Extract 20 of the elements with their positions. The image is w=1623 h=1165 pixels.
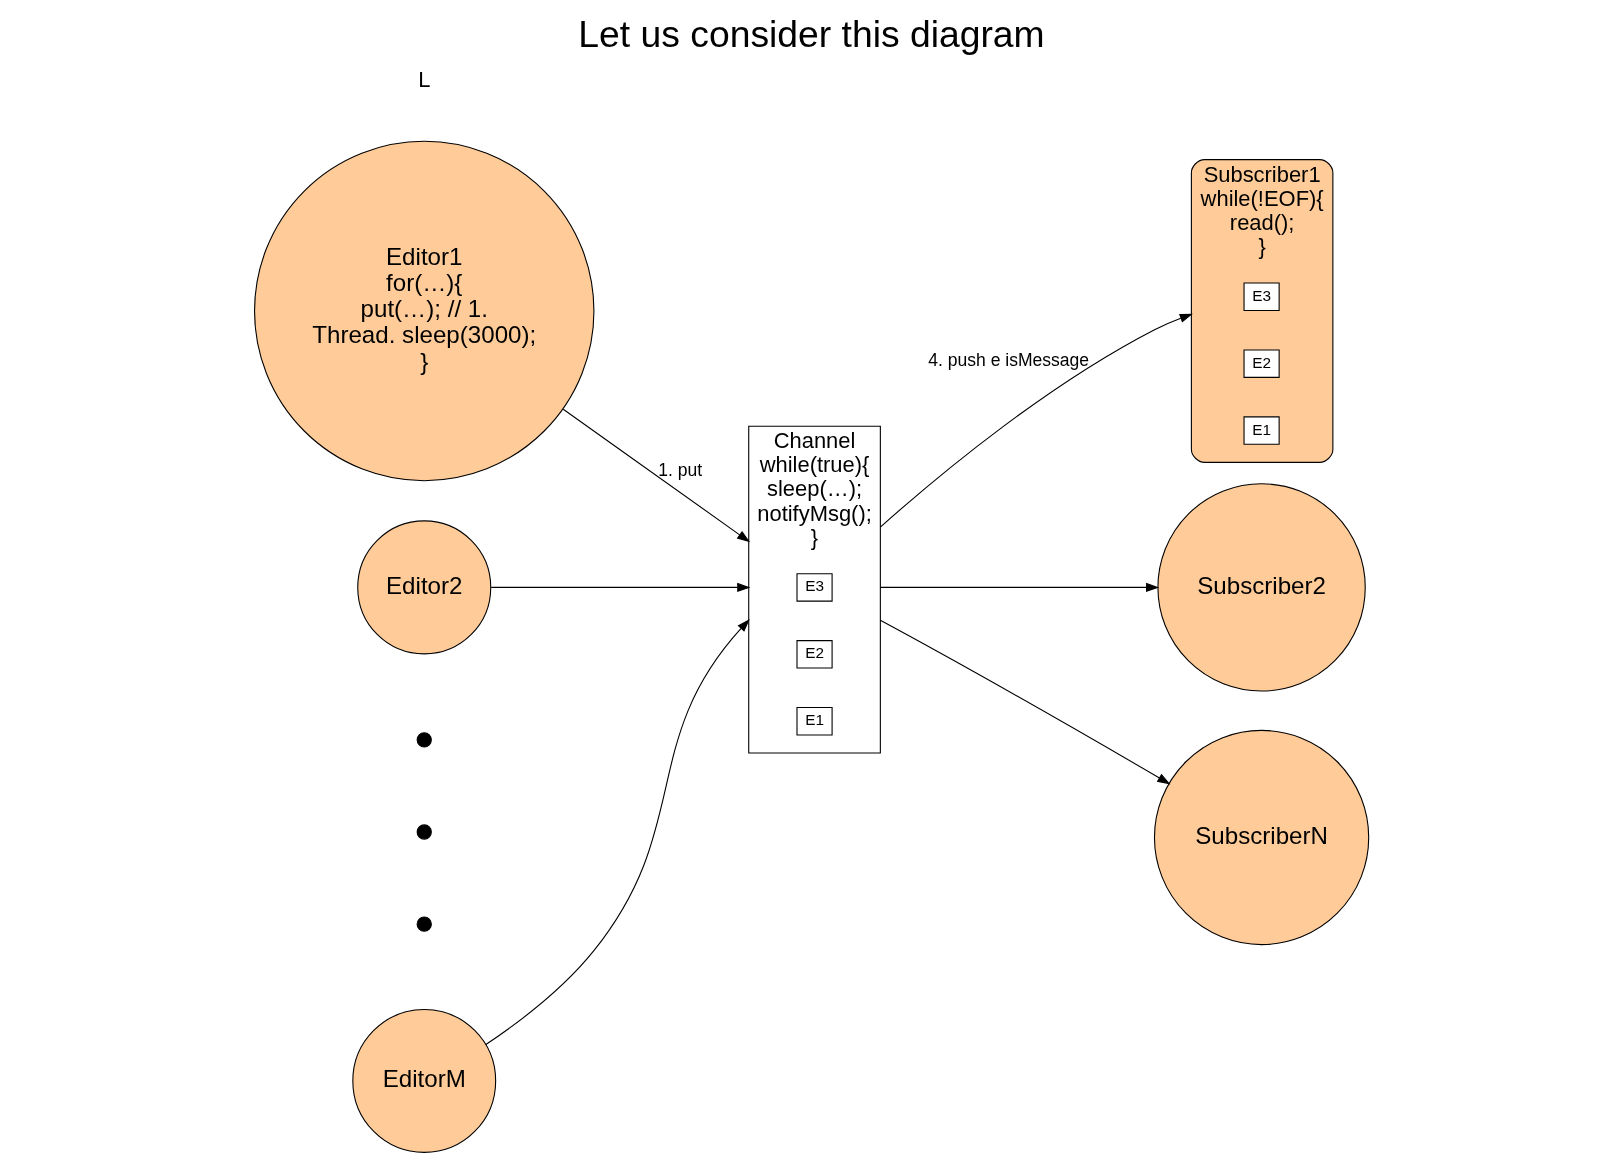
arrow xyxy=(879,313,1193,528)
node-box: E2 xyxy=(1243,349,1280,378)
node-box: E2 xyxy=(796,640,833,669)
arrow xyxy=(485,619,750,1046)
diagram-title: Let us consider this diagram xyxy=(578,12,1045,55)
node-circle: Editor2 xyxy=(357,520,492,655)
arrow xyxy=(490,582,751,593)
label: L xyxy=(418,67,431,93)
arrow xyxy=(562,408,751,543)
node-box: E1 xyxy=(1243,416,1280,445)
node-box: E1 xyxy=(796,706,833,736)
node-box: E3 xyxy=(1243,282,1280,311)
node-circle: Editor1 for(…){ put(…); // 1. Thread. sleep(3000); } xyxy=(254,140,595,482)
edge-label: 1. put xyxy=(658,460,703,481)
arrow xyxy=(879,619,1171,785)
edge-label: 4. push e isMessage xyxy=(928,349,1090,370)
node-circle: EditorM xyxy=(352,1009,497,1153)
node-box: E3 xyxy=(796,573,833,602)
node-circle: Subscriber2 xyxy=(1157,483,1366,692)
arrow xyxy=(879,582,1160,593)
